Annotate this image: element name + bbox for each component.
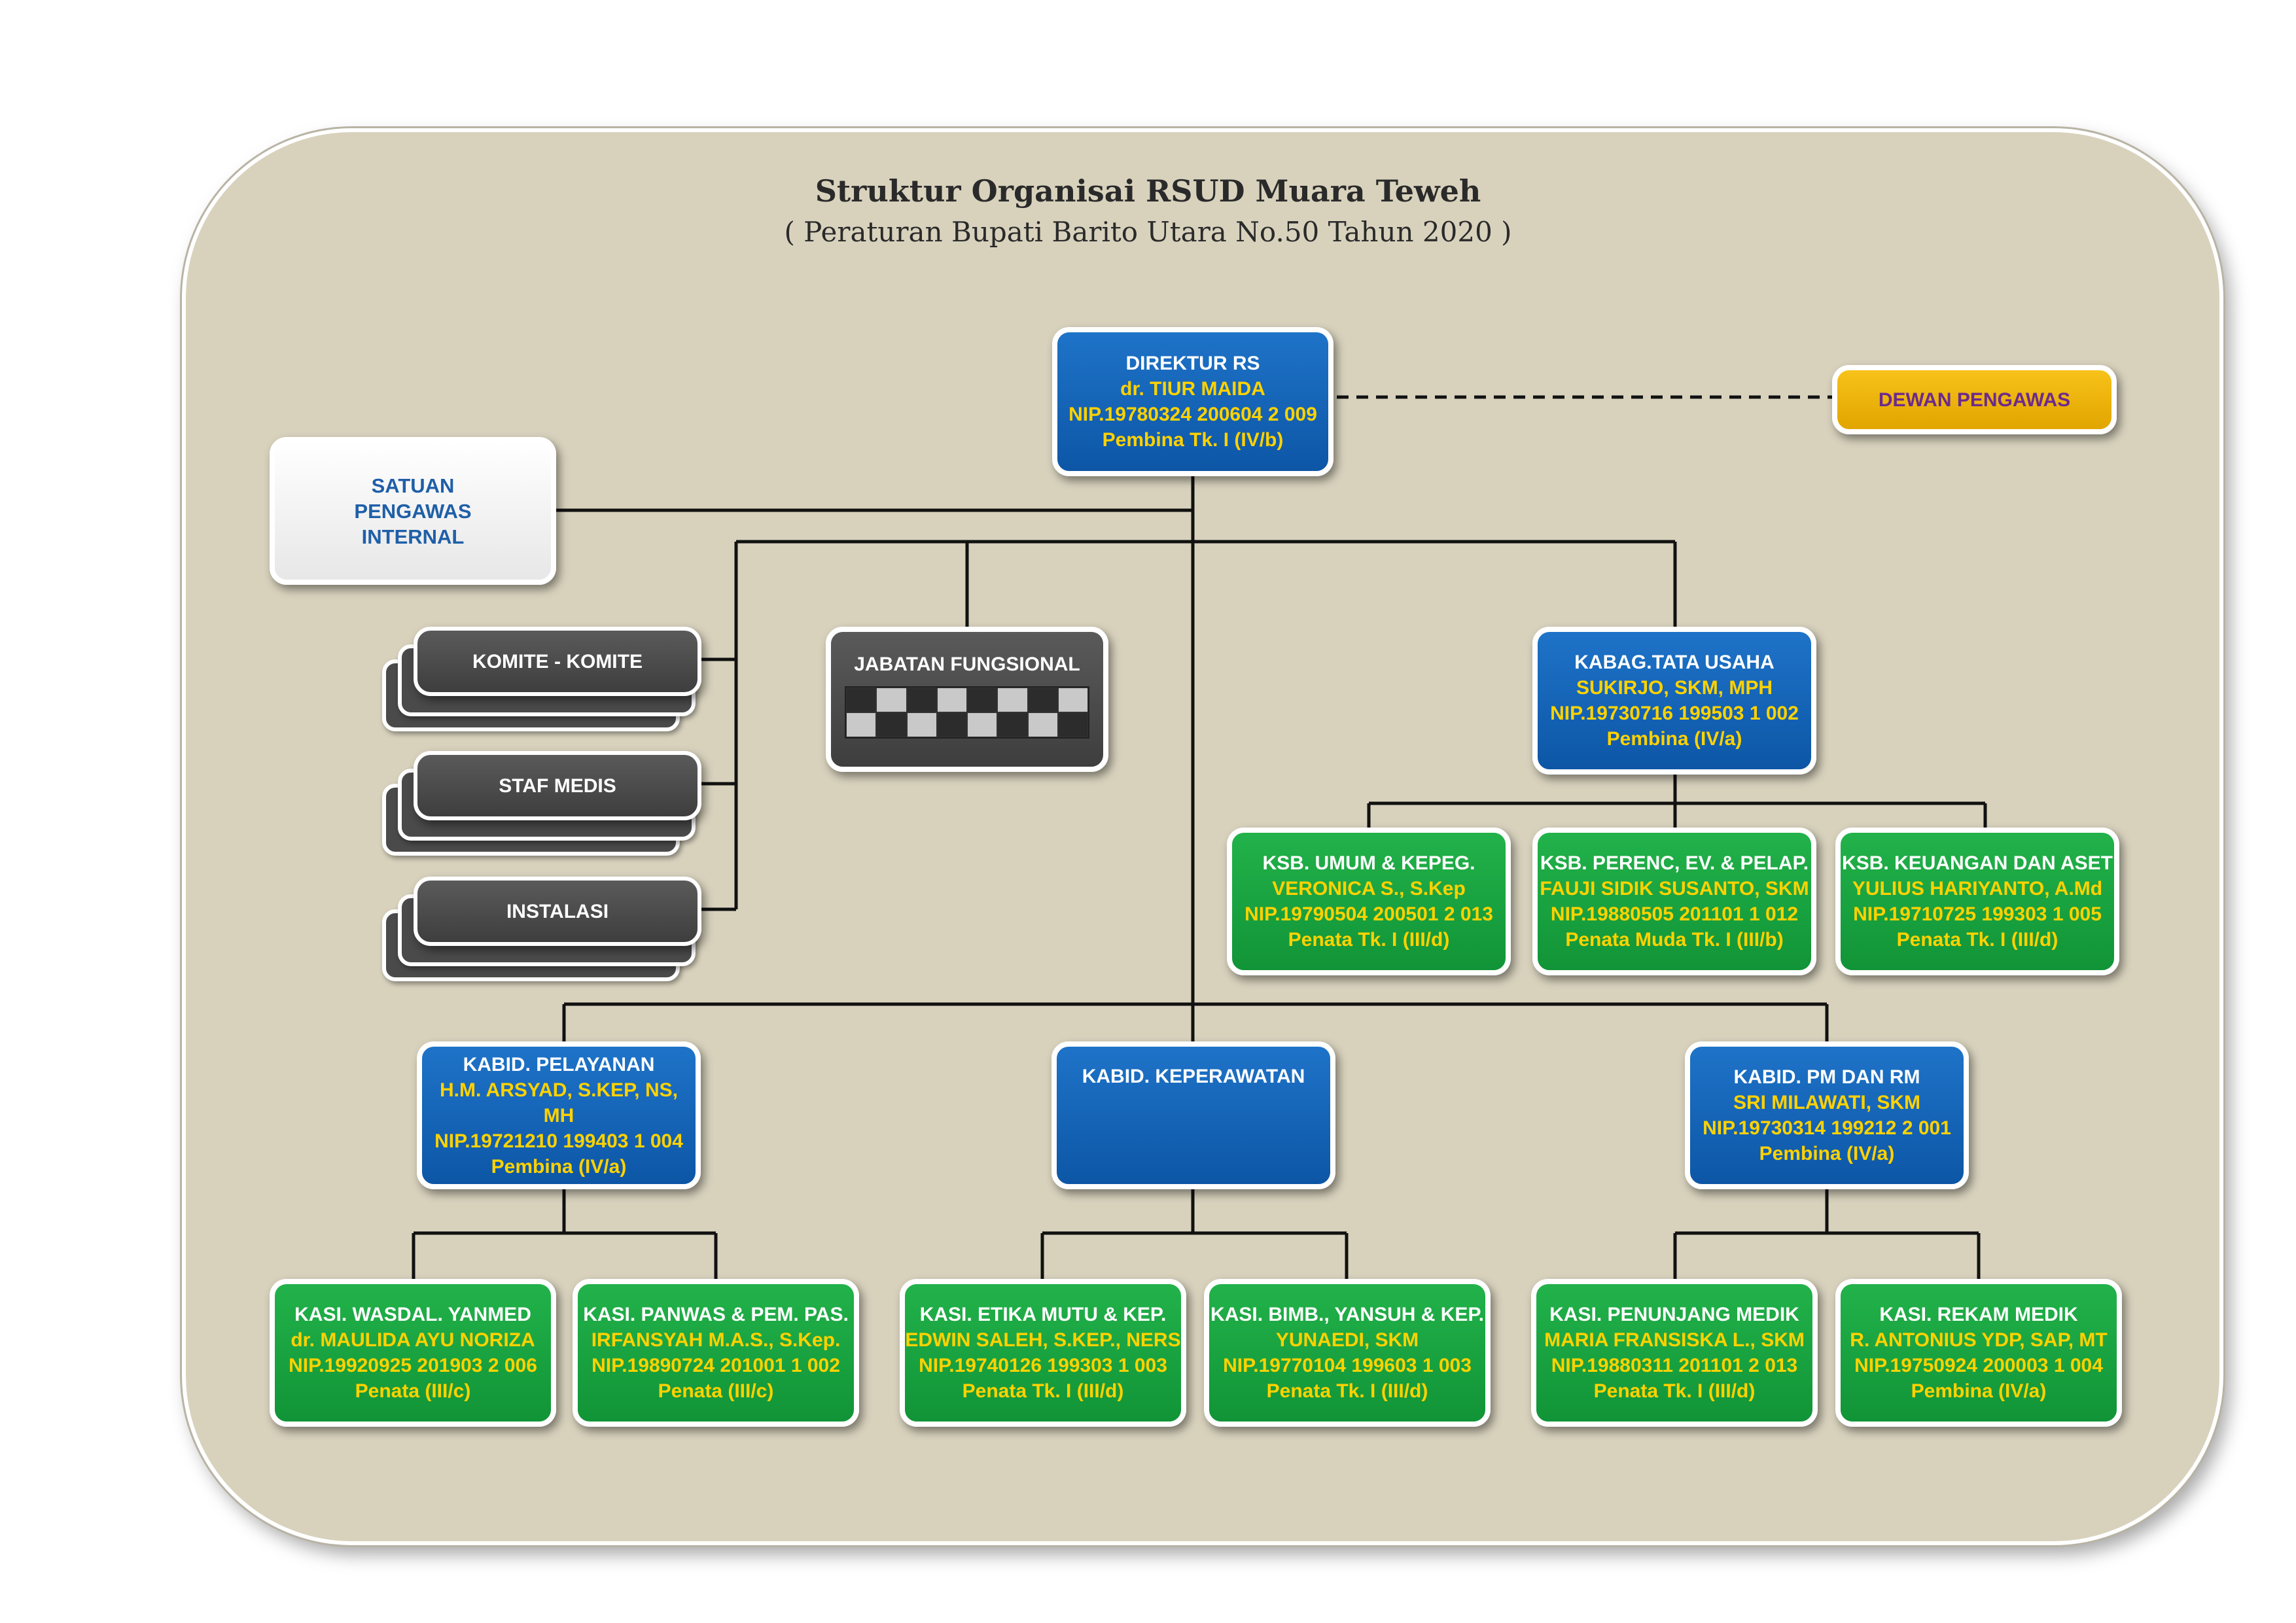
ksb-umum-rank: Penata Tk. I (III/d): [1288, 929, 1450, 951]
ksb-keuangan-rank: Penata Tk. I (III/d): [1896, 929, 2058, 951]
kasi-rekam-rank: Pembina (IV/a): [1911, 1380, 2047, 1402]
staf-medis-label: STAF MEDIS: [499, 775, 616, 797]
direktur-nip: NIP.19780324 200604 2 009: [1069, 404, 1317, 425]
kasi-panwas-title: KASI. PANWAS & PEM. PAS.: [583, 1304, 849, 1325]
kabid-pelayanan-title: KABID. PELAYANAN: [463, 1053, 655, 1075]
kabid-pm-title: KABID. PM DAN RM: [1733, 1066, 1920, 1088]
ksb-keuangan-title: KSB. KEUANGAN DAN ASET: [1842, 852, 2113, 874]
ksb-perencanaan-title: KSB. PERENC, EV. & PELAP.: [1540, 852, 1809, 874]
kasi-panwas-nip: NIP.19890724 201001 1 002: [592, 1355, 840, 1376]
ksb-perencanaan-name: FAUJI SIDIK SUSANTO, SKM: [1540, 878, 1809, 899]
kasi-penunjang-rank: Penata Tk. I (III/d): [1593, 1380, 1756, 1402]
instalasi-box: INSTALASI: [414, 877, 701, 946]
direktur-name: dr. TIUR MAIDA: [1120, 378, 1265, 400]
ksb-keuangan-box: KSB. KEUANGAN DAN ASET YULIUS HARIYANTO,…: [1835, 828, 2119, 975]
kabag-nip: NIP.19730716 199503 1 002: [1550, 703, 1799, 724]
kasi-bimbingan-title: KASI. BIMB., YANSUH & KEP.: [1210, 1304, 1484, 1325]
direktur-box: DIREKTUR RS dr. TIUR MAIDA NIP.19780324 …: [1052, 327, 1333, 476]
kabag-title: KABAG.TATA USAHA: [1574, 652, 1775, 673]
kasi-penunjang-nip: NIP.19880311 201101 2 013: [1551, 1355, 1798, 1376]
kabag-tata-usaha-box: KABAG.TATA USAHA SUKIRJO, SKM, MPH NIP.1…: [1532, 627, 1816, 775]
kasi-penunjang-title: KASI. PENUNJANG MEDIK: [1549, 1304, 1799, 1325]
ksb-umum-title: KSB. UMUM & KEPEG.: [1262, 852, 1475, 874]
ksb-perencanaan-nip: NIP.19880505 201101 1 012: [1550, 903, 1799, 925]
kabid-pm-rm-box: KABID. PM DAN RM SRI MILAWATI, SKM NIP.1…: [1685, 1041, 1969, 1189]
ksb-umum-box: KSB. UMUM & KEPEG. VERONICA S., S.Kep NI…: [1227, 828, 1511, 975]
instalasi-label: INSTALASI: [506, 900, 609, 922]
kasi-rekam-title: KASI. REKAM MEDIK: [1879, 1304, 2078, 1325]
kasi-penunjang-medik-box: KASI. PENUNJANG MEDIK MARIA FRANSISKA L.…: [1531, 1279, 1818, 1427]
kasi-panwas-box: KASI. PANWAS & PEM. PAS. IRFANSYAH M.A.S…: [573, 1279, 859, 1427]
kabid-pelayanan-rank: Pembina (IV/a): [491, 1155, 627, 1178]
kasi-etika-nip: NIP.19740126 199303 1 003: [919, 1355, 1167, 1376]
kabid-pelayanan-box: KABID. PELAYANAN H.M. ARSYAD, S.KEP, NS,…: [417, 1041, 701, 1189]
kasi-wasdal-name: dr. MAULIDA AYU NORIZA: [291, 1329, 535, 1351]
kabag-rank: Pembina (IV/a): [1606, 728, 1742, 750]
kabid-pm-nip: NIP.19730314 199212 2 001: [1703, 1117, 1951, 1139]
kabid-keperawatan-box: KABID. KEPERAWATAN: [1051, 1041, 1335, 1189]
kabid-pm-rank: Pembina (IV/a): [1759, 1143, 1895, 1164]
kasi-rekam-name: R. ANTONIUS YDP, SAP, MT: [1850, 1329, 2108, 1351]
ksb-keuangan-name: YULIUS HARIYANTO, A.Md: [1852, 878, 2103, 899]
kasi-wasdal-title: KASI. WASDAL. YANMED: [294, 1304, 531, 1325]
kasi-etika-box: KASI. ETIKA MUTU & KEP. EDWIN SALEH, S.K…: [900, 1279, 1186, 1427]
kabid-pm-name: SRI MILAWATI, SKM: [1733, 1092, 1921, 1113]
dewan-pengawas-label: DEWAN PENGAWAS: [1878, 389, 2071, 411]
kasi-wasdal-box: KASI. WASDAL. YANMED dr. MAULIDA AYU NOR…: [270, 1279, 556, 1427]
jabatan-fungsional-box: JABATAN FUNGSIONAL: [826, 627, 1108, 772]
satuan-pengawas-internal-box: SATUAN PENGAWAS INTERNAL: [270, 437, 556, 585]
kasi-rekam-nip: NIP.19750924 200003 1 004: [1854, 1355, 2103, 1376]
diagram-subtitle: ( Peraturan Bupati Barito Utara No.50 Ta…: [784, 216, 1512, 248]
kasi-bimbingan-rank: Penata Tk. I (III/d): [1266, 1380, 1428, 1402]
ksb-perencanaan-rank: Penata Muda Tk. I (III/b): [1565, 929, 1784, 951]
kasi-etika-title: KASI. ETIKA MUTU & KEP.: [919, 1304, 1167, 1325]
checker-pattern: [845, 686, 1089, 739]
kasi-panwas-rank: Penata (III/c): [658, 1380, 774, 1402]
komite-box: KOMITE - KOMITE: [414, 627, 701, 696]
kasi-wasdal-rank: Penata (III/c): [355, 1380, 471, 1402]
ksb-perencanaan-box: KSB. PERENC, EV. & PELAP. FAUJI SIDIK SU…: [1532, 828, 1816, 975]
kasi-bimbingan-name: YUNAEDI, SKM: [1275, 1329, 1419, 1351]
komite-label: KOMITE - KOMITE: [472, 650, 643, 672]
kabid-pelayanan-nip: NIP.19721210 199403 1 004: [434, 1130, 683, 1152]
diagram-title: Struktur Organisai RSUD Muara Teweh: [815, 173, 1481, 209]
kasi-rekam-medik-box: KASI. REKAM MEDIK R. ANTONIUS YDP, SAP, …: [1835, 1279, 2122, 1427]
kasi-bimbingan-box: KASI. BIMB., YANSUH & KEP. YUNAEDI, SKM …: [1204, 1279, 1491, 1427]
direktur-title: DIREKTUR RS: [1125, 353, 1260, 374]
kasi-etika-name: EDWIN SALEH, S.KEP., NERS: [905, 1329, 1181, 1351]
jabatan-fungsional-label: JABATAN FUNGSIONAL: [854, 654, 1080, 675]
kabid-keperawatan-title: KABID. KEPERAWATAN: [1082, 1066, 1305, 1087]
direktur-rank: Pembina Tk. I (IV/b): [1102, 429, 1284, 451]
kasi-panwas-name: IRFANSYAH M.A.S., S.Kep.: [591, 1329, 841, 1351]
kabag-name: SUKIRJO, SKM, MPH: [1576, 677, 1773, 699]
ksb-umum-nip: NIP.19790504 200501 2 013: [1245, 903, 1493, 925]
spi-label: SATUAN PENGAWAS INTERNAL: [354, 474, 472, 548]
dewan-pengawas-box: DEWAN PENGAWAS: [1832, 365, 2117, 434]
staf-medis-box: STAF MEDIS: [414, 751, 701, 820]
ksb-umum-name: VERONICA S., S.Kep: [1272, 878, 1466, 899]
kasi-etika-rank: Penata Tk. I (III/d): [962, 1380, 1124, 1402]
kasi-wasdal-nip: NIP.19920925 201903 2 006: [289, 1355, 537, 1376]
kabid-pelayanan-name: H.M. ARSYAD, S.KEP, NS, MH: [440, 1079, 678, 1126]
kasi-bimbingan-nip: NIP.19770104 199603 1 003: [1223, 1355, 1472, 1376]
ksb-keuangan-nip: NIP.19710725 199303 1 005: [1853, 903, 2102, 925]
kasi-penunjang-name: MARIA FRANSISKA L., SKM: [1544, 1329, 1805, 1351]
